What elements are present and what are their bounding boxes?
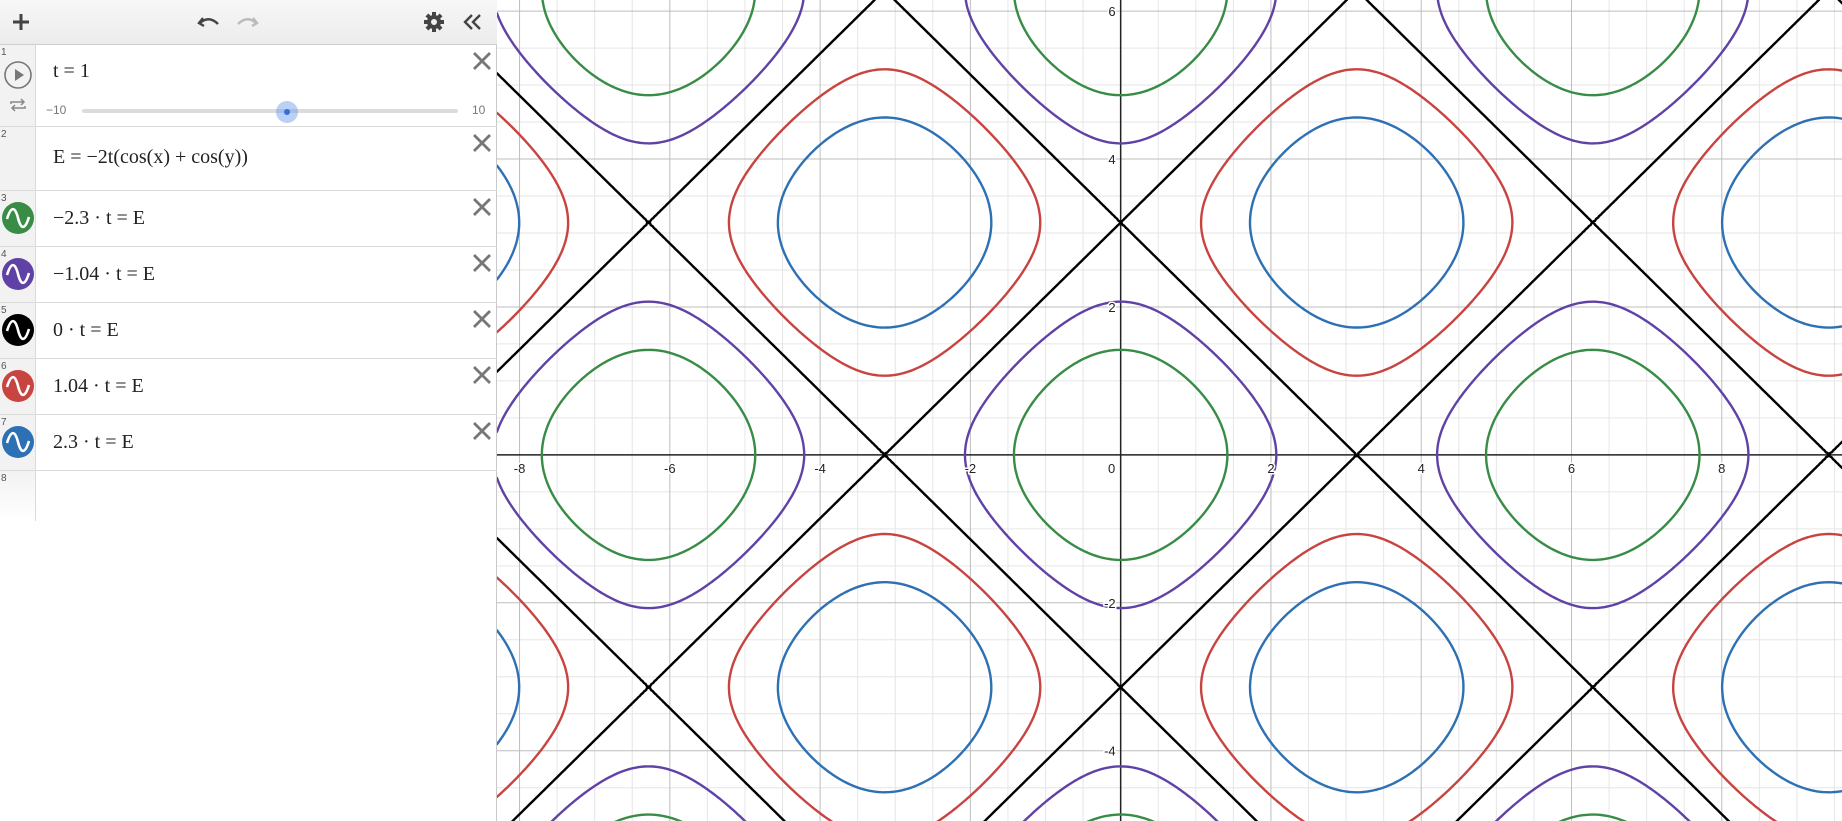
- x-tick-label: -2: [965, 461, 977, 476]
- expression-gutter: 2: [0, 127, 36, 190]
- expression-item-6[interactable]: 6 1.04 · t = E: [0, 359, 497, 415]
- expression-gutter: 1: [0, 45, 36, 126]
- play-icon: [4, 61, 32, 89]
- undo-button[interactable]: [192, 6, 226, 38]
- expression-item-7[interactable]: 7 2.3 · t = E: [0, 415, 497, 471]
- expression-item-2[interactable]: 2 E = −2t(cos(x) + cos(y)): [0, 127, 497, 191]
- graph-color-toggle[interactable]: [2, 426, 34, 458]
- slider-max[interactable]: 10: [472, 103, 486, 117]
- sine-wave-icon: [5, 319, 31, 341]
- y-tick-label: -2: [1104, 596, 1116, 611]
- collapse-list-button[interactable]: [456, 6, 490, 38]
- add-item-button[interactable]: [4, 6, 38, 38]
- curve-4: [497, 0, 1750, 821]
- expression-input[interactable]: 2.3 · t = E: [53, 431, 134, 453]
- graph-color-toggle[interactable]: [2, 258, 34, 290]
- expression-input[interactable]: −2.3 · t = E: [53, 207, 145, 229]
- major-grid: [497, 0, 1842, 821]
- axes: [497, 0, 1842, 821]
- expression-item-4[interactable]: 4 −1.04 · t = E: [0, 247, 497, 303]
- expression-index: 8: [1, 473, 7, 484]
- x-tick-label: -4: [814, 461, 826, 476]
- expression-input[interactable]: 0 · t = E: [53, 319, 119, 341]
- expression-gutter: 6: [0, 359, 36, 414]
- expression-input[interactable]: 1.04 · t = E: [53, 375, 144, 397]
- expression-gutter: 5: [0, 303, 36, 358]
- toolbar: [0, 0, 497, 45]
- undo-icon: [197, 17, 219, 28]
- y-tick-label: -4: [1104, 744, 1116, 759]
- slider-min[interactable]: −10: [46, 103, 67, 117]
- delete-expression-icon[interactable]: [471, 364, 493, 386]
- sine-wave-icon: [5, 263, 31, 285]
- expression-input[interactable]: −1.04 · t = E: [53, 263, 155, 285]
- expression-index: 7: [1, 417, 7, 428]
- curve-5: [497, 0, 1842, 821]
- expression-gutter: 8: [0, 471, 36, 521]
- x-tick-label: 8: [1718, 461, 1725, 476]
- expression-item-1[interactable]: 1 t = 1 −10 10: [0, 45, 497, 127]
- expression-gutter: 3: [0, 191, 36, 246]
- delete-expression-icon[interactable]: [471, 420, 493, 442]
- graph-color-toggle[interactable]: [2, 314, 34, 346]
- curve-7: [497, 116, 1842, 794]
- graph-color-toggle[interactable]: [2, 370, 34, 402]
- x-tick-label: 4: [1418, 461, 1425, 476]
- curve-3: [540, 0, 1701, 821]
- graph-color-toggle[interactable]: [2, 202, 34, 234]
- redo-icon: [237, 17, 259, 28]
- y-tick-label: 2: [1108, 300, 1115, 315]
- expression-index: 6: [1, 361, 7, 372]
- delete-expression-icon[interactable]: [471, 308, 493, 330]
- curves: [497, 0, 1842, 821]
- expression-index: 2: [1, 129, 7, 140]
- expression-list: 1 t = 1 −10 10 2 E = −2t(cos(x) + cos(y)…: [0, 0, 497, 821]
- delete-expression-icon[interactable]: [471, 196, 493, 218]
- expression-index: 4: [1, 249, 7, 260]
- sine-wave-icon: [5, 375, 31, 397]
- sine-wave-icon: [5, 207, 31, 229]
- expression-index: 5: [1, 305, 7, 316]
- curve-6: [497, 68, 1842, 821]
- tick-labels: -8 -6 -4 -2 0 2 4 6 8 -4 -2 2 4 6: [512, 3, 1727, 761]
- gear-icon: [424, 12, 444, 32]
- expression-item-5[interactable]: 5 0 · t = E: [0, 303, 497, 359]
- plus-icon: [13, 14, 29, 30]
- redo-button[interactable]: [230, 6, 264, 38]
- x-tick-label: 6: [1568, 461, 1575, 476]
- double-chevron-left-icon: [463, 14, 481, 30]
- y-tick-label: 6: [1108, 4, 1115, 19]
- x-tick-label: -6: [664, 461, 676, 476]
- x-tick-label: -8: [514, 461, 526, 476]
- expression-input[interactable]: E = −2t(cos(x) + cos(y)): [53, 146, 248, 168]
- settings-button[interactable]: [417, 6, 451, 38]
- play-slider-button[interactable]: [2, 59, 34, 91]
- expression-gutter: 7: [0, 415, 36, 470]
- expression-gutter: 4: [0, 247, 36, 302]
- graph-canvas[interactable]: -8 -6 -4 -2 0 2 4 6 8 -4 -2 2 4 6: [497, 0, 1842, 821]
- delete-expression-icon[interactable]: [471, 252, 493, 274]
- x-tick-label: 0: [1108, 461, 1115, 476]
- loop-icon: [10, 98, 26, 112]
- expression-input[interactable]: t = 1: [53, 60, 90, 82]
- sine-wave-icon: [5, 431, 31, 453]
- expression-index: 1: [1, 47, 7, 58]
- expression-item-3[interactable]: 3 −2.3 · t = E: [0, 191, 497, 247]
- slider-handle[interactable]: [276, 101, 298, 123]
- loop-mode-button[interactable]: [8, 97, 28, 118]
- expression-index: 3: [1, 193, 7, 204]
- minor-grid: [497, 0, 1842, 821]
- delete-expression-icon[interactable]: [471, 50, 493, 72]
- x-tick-label: 2: [1267, 461, 1274, 476]
- slider-track[interactable]: [82, 109, 458, 113]
- delete-expression-icon[interactable]: [471, 132, 493, 154]
- expression-item-8[interactable]: 8: [0, 471, 497, 521]
- y-tick-label: 4: [1108, 152, 1115, 167]
